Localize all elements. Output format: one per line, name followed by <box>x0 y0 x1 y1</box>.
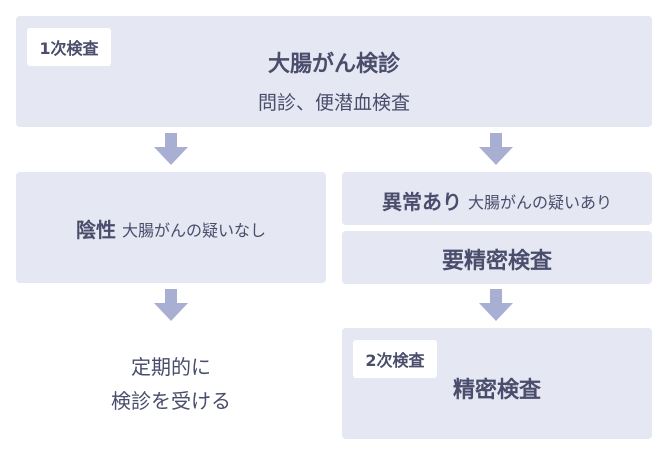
stage-tag-2: 2次検査 <box>353 340 437 378</box>
primary-screening-box: 1次検査 大腸がん検診 問診、便潜血検査 <box>16 16 652 127</box>
screening-title: 大腸がん検診 <box>267 52 400 77</box>
screening-subtitle: 問診、便潜血検査 <box>257 92 410 114</box>
negative-result-box: 陰性 大腸がんの疑いなし <box>16 172 326 283</box>
abnormal-result-line: 異常あり 大腸がんの疑いあり <box>342 186 652 215</box>
stage-tag-1: 1次検査 <box>27 28 111 66</box>
abnormal-label: 異常あり <box>381 190 462 214</box>
needs-detailed-exam-label: 要精密検査 <box>441 249 552 274</box>
outcome-line-2: 検診を受ける <box>111 389 231 413</box>
negative-outcome: 定期的に 検診を受ける <box>16 350 326 418</box>
abnormal-description: 大腸がんの疑いあり <box>467 192 612 212</box>
arrow-down-icon <box>479 133 513 165</box>
detailed-exam-box: 2次検査 精密検査 <box>342 328 652 439</box>
negative-result-line: 陰性 大腸がんの疑いなし <box>16 214 326 243</box>
outcome-line-1: 定期的に <box>131 355 211 379</box>
arrow-down-icon <box>479 289 513 321</box>
arrow-down-icon <box>154 289 188 321</box>
abnormal-result-box: 異常あり 大腸がんの疑いあり <box>342 172 652 225</box>
arrow-down-icon <box>154 133 188 165</box>
negative-label: 陰性 <box>75 218 116 242</box>
negative-description: 大腸がんの疑いなし <box>121 220 266 240</box>
detailed-exam-title: 精密検査 <box>452 378 541 403</box>
needs-detailed-exam-box: 要精密検査 <box>342 231 652 284</box>
